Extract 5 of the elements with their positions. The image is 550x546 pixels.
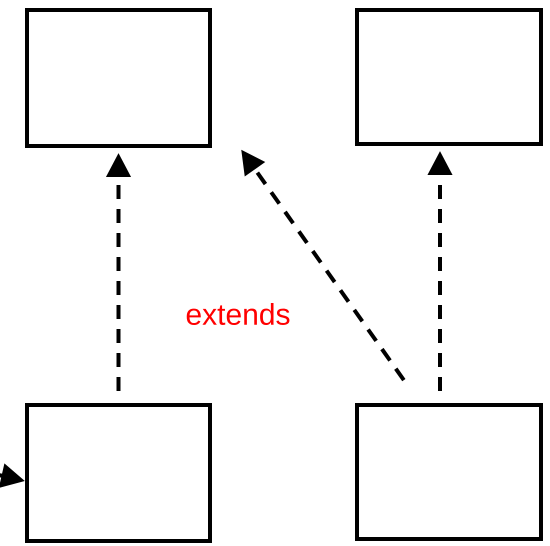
box: [355, 8, 543, 146]
box: [355, 403, 543, 541]
box: [25, 8, 212, 148]
label-text: extends: [186, 302, 290, 326]
box: [25, 403, 212, 543]
